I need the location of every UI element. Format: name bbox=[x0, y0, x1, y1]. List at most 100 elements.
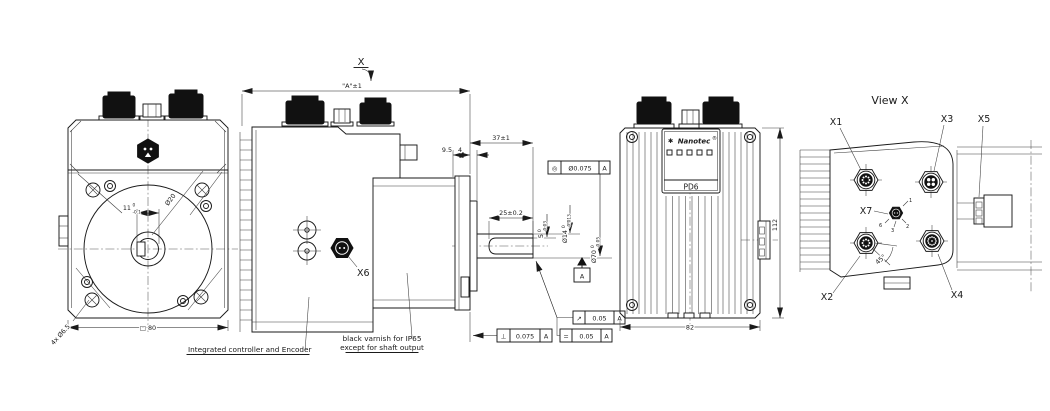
viewx-heatsink-fins bbox=[799, 149, 830, 272]
dim-corner-holes: 4x Ø6.5 bbox=[48, 299, 90, 348]
fcf-perpendicularity-tol: 0.075 bbox=[516, 333, 534, 341]
viewx-right-section bbox=[957, 140, 1042, 292]
x3-connector bbox=[915, 166, 947, 198]
dim-rear-height-text: 112 bbox=[771, 219, 779, 231]
rear-view: ✱ Nanotec ® PD6 82 112 bbox=[619, 96, 784, 333]
dim-key-depth-sub: -0.03 bbox=[543, 221, 549, 232]
datum-letter: A bbox=[580, 273, 585, 281]
fcf-concentricity-datum: A bbox=[602, 165, 607, 173]
x5-connector-side bbox=[399, 144, 418, 161]
dim-overall-text: "A"±1 bbox=[342, 82, 362, 90]
x5-connector-top bbox=[957, 194, 1013, 228]
side-top-connectors bbox=[281, 95, 395, 127]
fcf-runout: ↗ 0.05 A bbox=[535, 260, 626, 336]
fcf-runout-datum: A bbox=[617, 315, 622, 323]
x1-connector bbox=[850, 164, 882, 196]
fcf-symmetry: = 0.05 A bbox=[559, 328, 613, 343]
fcf-concentricity: ◎ Ø0.075 A bbox=[547, 160, 611, 175]
status-leds bbox=[666, 149, 713, 156]
front-top-connectors bbox=[98, 89, 208, 121]
dim-rear-width: 82 bbox=[619, 320, 761, 333]
fcf-symmetry-symbol: = bbox=[563, 333, 568, 341]
dim-rear-width-text: 82 bbox=[686, 324, 694, 332]
x4-connector bbox=[916, 225, 948, 257]
dim-boss-text: 4 bbox=[458, 146, 462, 154]
side-heatsink-fins bbox=[239, 132, 252, 332]
front-left-tab bbox=[58, 215, 69, 247]
dim-shaft-length: 37±1 bbox=[470, 133, 534, 233]
connector-labels: X1 X3 X5 X7 X2 X4 bbox=[821, 114, 991, 303]
note-varnish-line1: black varnish for IP65 bbox=[343, 334, 422, 343]
dim-pilot-diameter: Ø70 0 -0.05 bbox=[533, 174, 612, 264]
x5-connector-rear bbox=[757, 220, 771, 260]
note-varnish: black varnish for IP65 except for shaft … bbox=[340, 272, 424, 353]
x6-connector: X6 bbox=[330, 238, 370, 279]
dim-holes-text: 4x Ø6.5 bbox=[49, 323, 72, 347]
rear-screws bbox=[626, 131, 756, 311]
brand-text: Nanotec bbox=[678, 138, 711, 146]
dim-key-depth-sup: 0 bbox=[537, 229, 543, 232]
dim-hub-value: 11 bbox=[123, 204, 131, 212]
x7-connector: 1 2 3 6 bbox=[879, 198, 912, 234]
dim-pilot-dia-sup: 0 bbox=[590, 245, 596, 248]
x1-label: X1 bbox=[830, 117, 843, 128]
fcf-symmetry-datum: A bbox=[604, 333, 609, 341]
x4-label: X4 bbox=[951, 290, 964, 301]
view-direction-mark: X bbox=[353, 57, 374, 82]
x7-pin2-label: 2 bbox=[906, 224, 909, 230]
front-view: 11 0 -0.1 Ø20 □ 80 4x Ø6.5 bbox=[48, 89, 238, 348]
angle-45-text: 45° bbox=[874, 253, 888, 267]
x2-label: X2 bbox=[821, 292, 834, 303]
fcf-symmetry-tol: 0.05 bbox=[579, 333, 593, 341]
dim-flange-and-boss: 9.5 4 bbox=[441, 145, 489, 200]
dim-shaft-dia-sub: -0.013 bbox=[567, 214, 573, 228]
dim-square-text: □ 80 bbox=[140, 324, 156, 332]
fcf-concentricity-symbol: ◎ bbox=[552, 165, 558, 173]
dim-hub-width: 11 0 -0.1 bbox=[122, 202, 160, 244]
x7-label: X7 bbox=[860, 206, 873, 217]
rear-body bbox=[619, 127, 761, 319]
dim-shaft-dia-value: Ø14 bbox=[561, 230, 569, 243]
rear-label-panel: ✱ Nanotec ® PD6 bbox=[661, 128, 721, 194]
x7-pin3-label: 3 bbox=[891, 228, 894, 234]
view-x: View X bbox=[799, 94, 1042, 303]
fcf-perpendicularity-symbol: ⊥ bbox=[501, 333, 507, 341]
fcf-runout-symbol: ↗ bbox=[576, 315, 581, 323]
x3-label: X3 bbox=[941, 114, 954, 125]
dim-square-80: □ 80 bbox=[67, 320, 229, 333]
dim-shaft-diameter: Ø14 0 -0.013 bbox=[533, 205, 580, 244]
dim-hub-sub: -0.1 bbox=[133, 210, 142, 216]
x5-label: X5 bbox=[978, 114, 991, 125]
side-buttons bbox=[293, 216, 321, 265]
front-pilot-circle bbox=[83, 184, 213, 314]
nanotec-logo-icon: ✱ bbox=[668, 137, 673, 145]
dim-overall-length: "A"±1 bbox=[241, 81, 471, 174]
front-corner-screws bbox=[75, 171, 223, 311]
note-controller: Integrated controller and Encoder bbox=[186, 296, 312, 355]
dim-shaft-dia-sup: 0 bbox=[561, 225, 567, 228]
view-mark-text: X bbox=[358, 57, 365, 68]
viewx-housing bbox=[829, 141, 958, 290]
dim-key-depth-value: 5 bbox=[537, 234, 545, 238]
dim-pilot-dia-value: Ø70 bbox=[590, 250, 598, 263]
model-text: PD6 bbox=[683, 183, 698, 192]
x6-label: X6 bbox=[357, 268, 370, 279]
dim-hub-sup: 0 bbox=[133, 203, 136, 209]
view-x-title: View X bbox=[871, 94, 909, 107]
dim-key-len-text: 25±0.2 bbox=[499, 209, 523, 217]
dim-pilot-dia-sub: -0.05 bbox=[596, 237, 602, 248]
side-view: X6 X "A"±1 37±1 9.5 4 25±0.2 5 0 -0.0 bbox=[186, 57, 626, 355]
dim-shaft-len-text: 37±1 bbox=[492, 134, 510, 142]
fcf-perpendicularity-datum: A bbox=[544, 333, 549, 341]
dim-flange-text: 9.5 bbox=[442, 146, 452, 154]
note-varnish-line2: except for shaft output bbox=[340, 343, 424, 352]
dim-circle-label: Ø20 bbox=[151, 170, 204, 236]
fcf-perpendicularity: ⊥ 0.075 A bbox=[469, 312, 553, 343]
side-shaft bbox=[476, 233, 534, 259]
front-sealing-plug-hexagon bbox=[137, 138, 159, 164]
side-motor-body bbox=[372, 175, 478, 311]
side-controller-body bbox=[251, 126, 401, 333]
dim-key-depth: 5 0 -0.03 bbox=[533, 214, 556, 239]
